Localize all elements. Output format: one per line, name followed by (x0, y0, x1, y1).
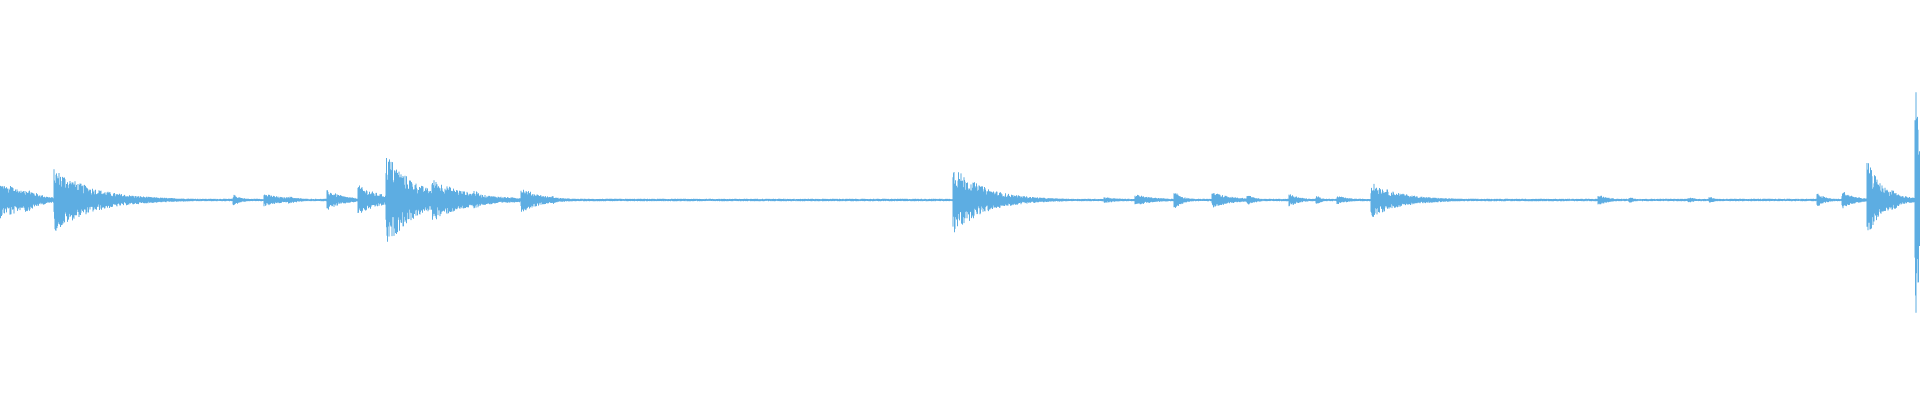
waveform-trace (0, 92, 1920, 313)
